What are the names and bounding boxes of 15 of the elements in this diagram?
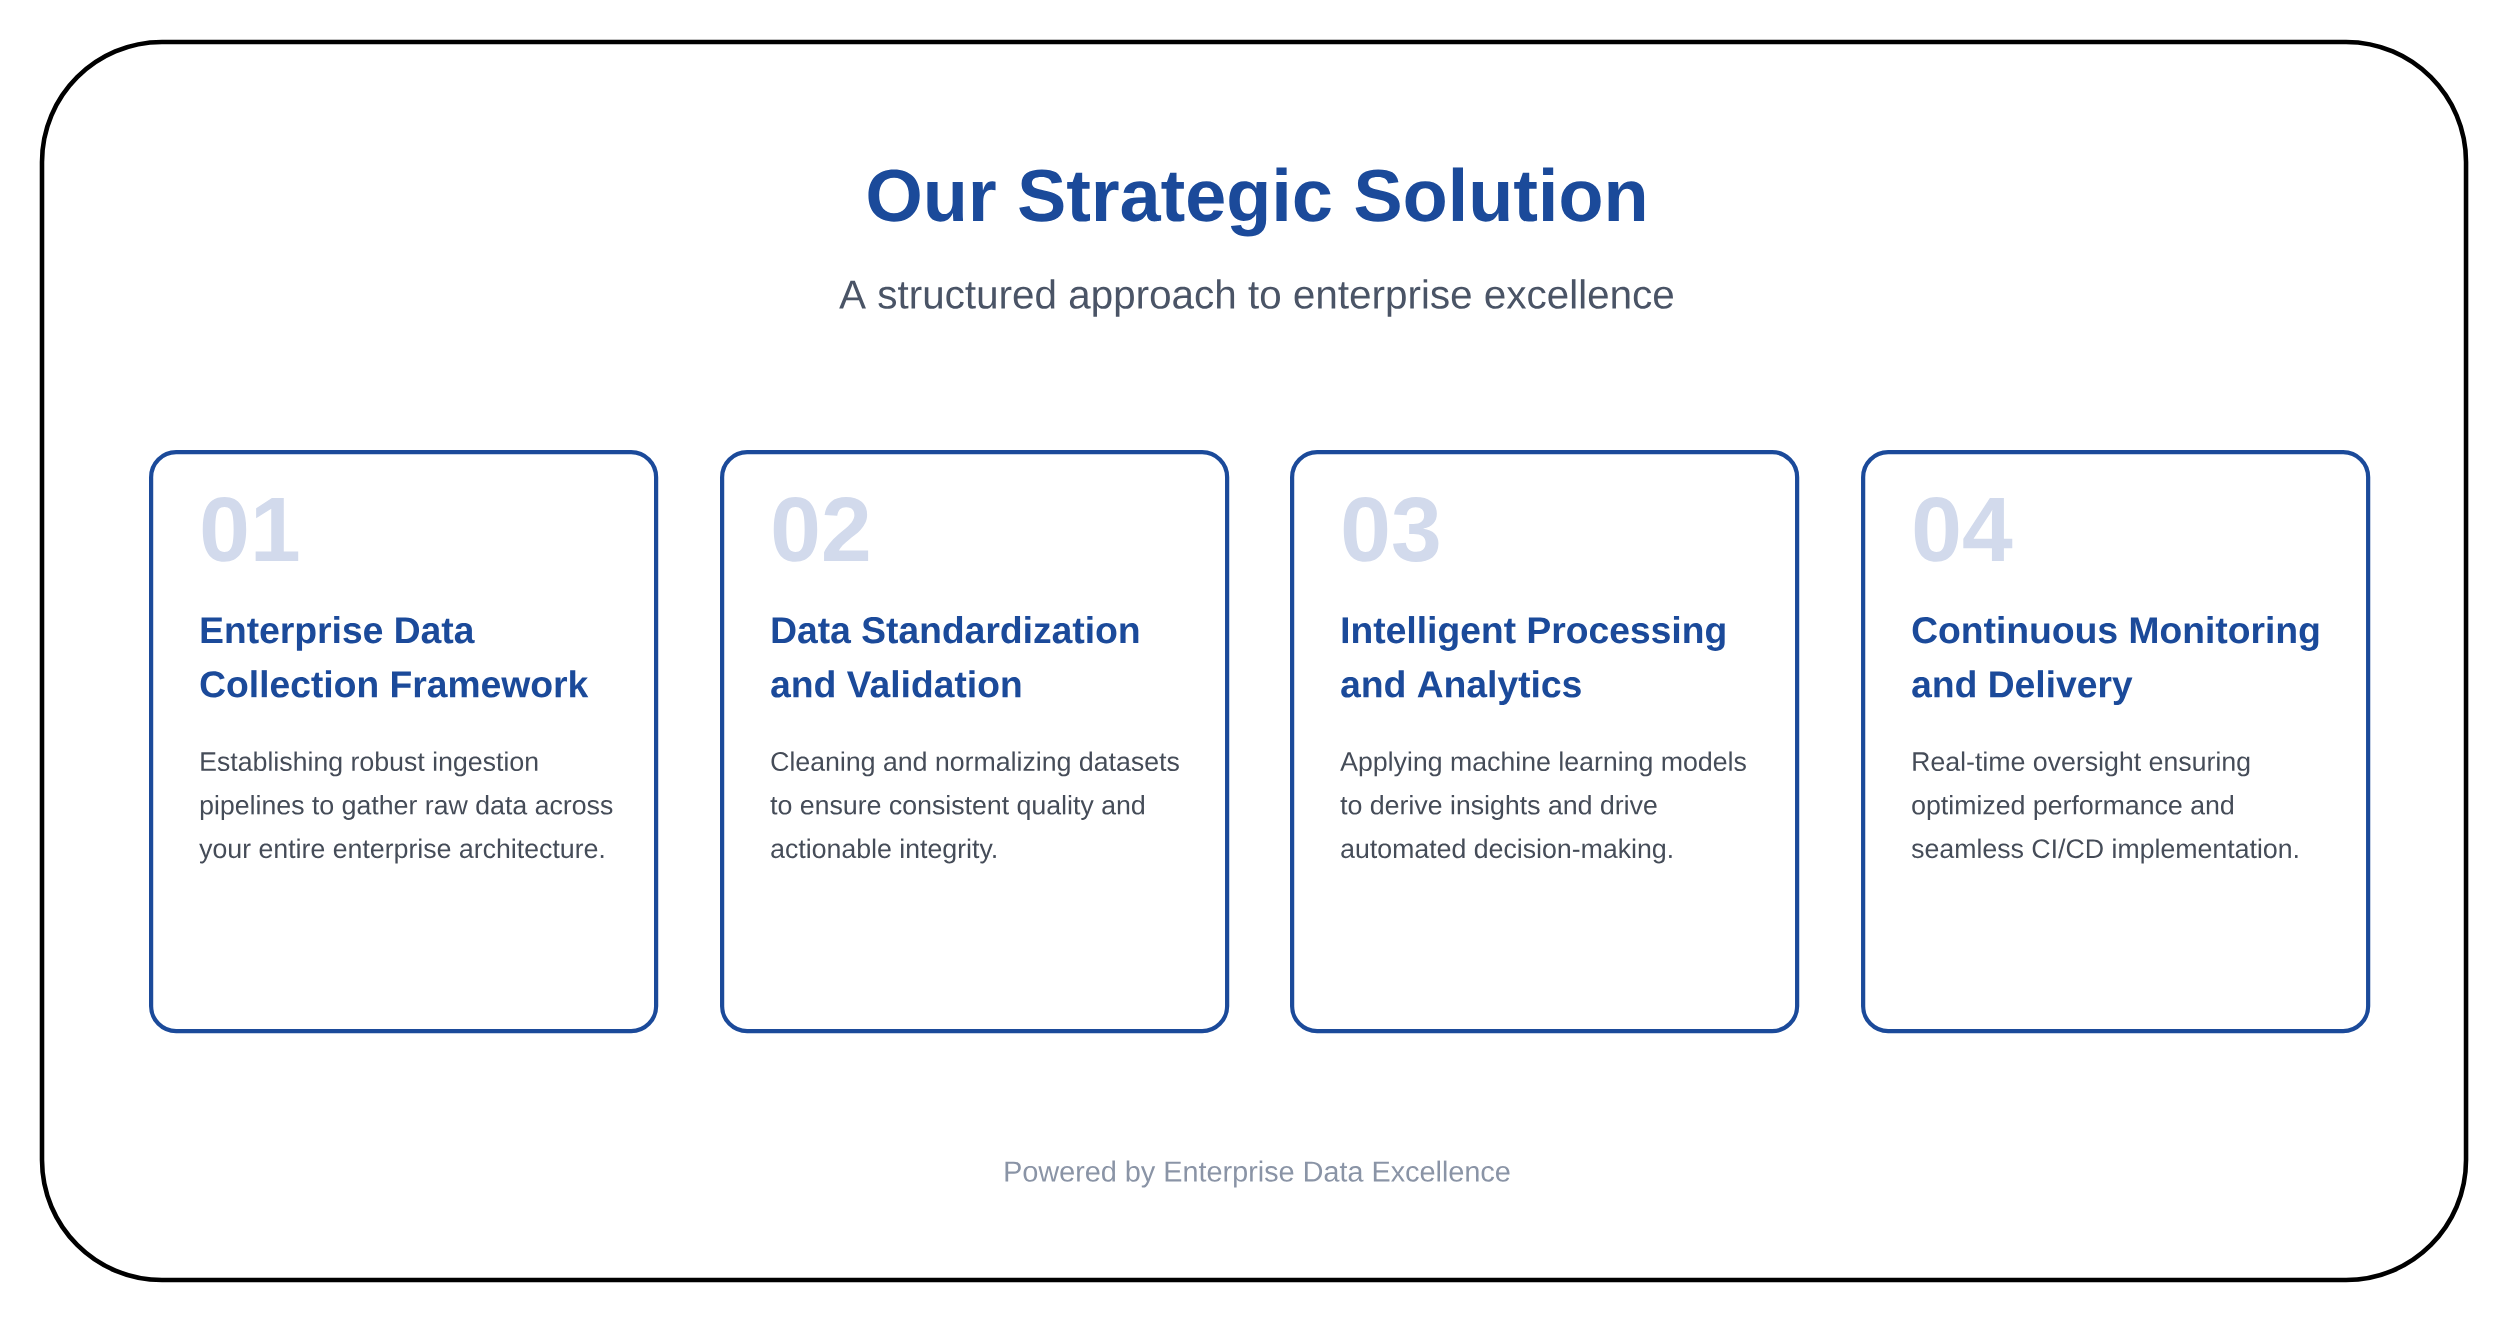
step-card xyxy=(720,450,1230,1034)
step-description: Establishing robust ingestion pipelines to gather raw data across your entire enterprise architecture. xyxy=(199,751,613,864)
step-card xyxy=(1861,450,2371,1034)
step-heading: Data Standardization and Validation xyxy=(771,616,1139,698)
step-heading: Enterprise Data Collection Framework xyxy=(200,616,589,698)
step-description: Applying machine learning models to derive insights and drive automated decision-making. xyxy=(1340,751,1746,864)
step-heading: Intelligent Processing and Analytics xyxy=(1341,616,1725,705)
step-card xyxy=(149,450,659,1034)
step-description: Real-time oversight ensuring optimized performance and seamless CI/CD implementation. xyxy=(1911,751,2298,864)
step-description: Cleaning and normalizing datasets to ensure consistent quality and actionable integrity. xyxy=(770,751,1179,864)
step-heading: Continuous Monitoring and Delivery xyxy=(1912,616,2319,705)
step-card xyxy=(1290,450,1800,1034)
title: Our Strategic Solution xyxy=(868,167,1645,237)
footer-note: Powered by Enterprise Data Excellence xyxy=(1005,1160,1510,1188)
subtitle: A structured approach to enterprise excellence xyxy=(839,279,1673,317)
